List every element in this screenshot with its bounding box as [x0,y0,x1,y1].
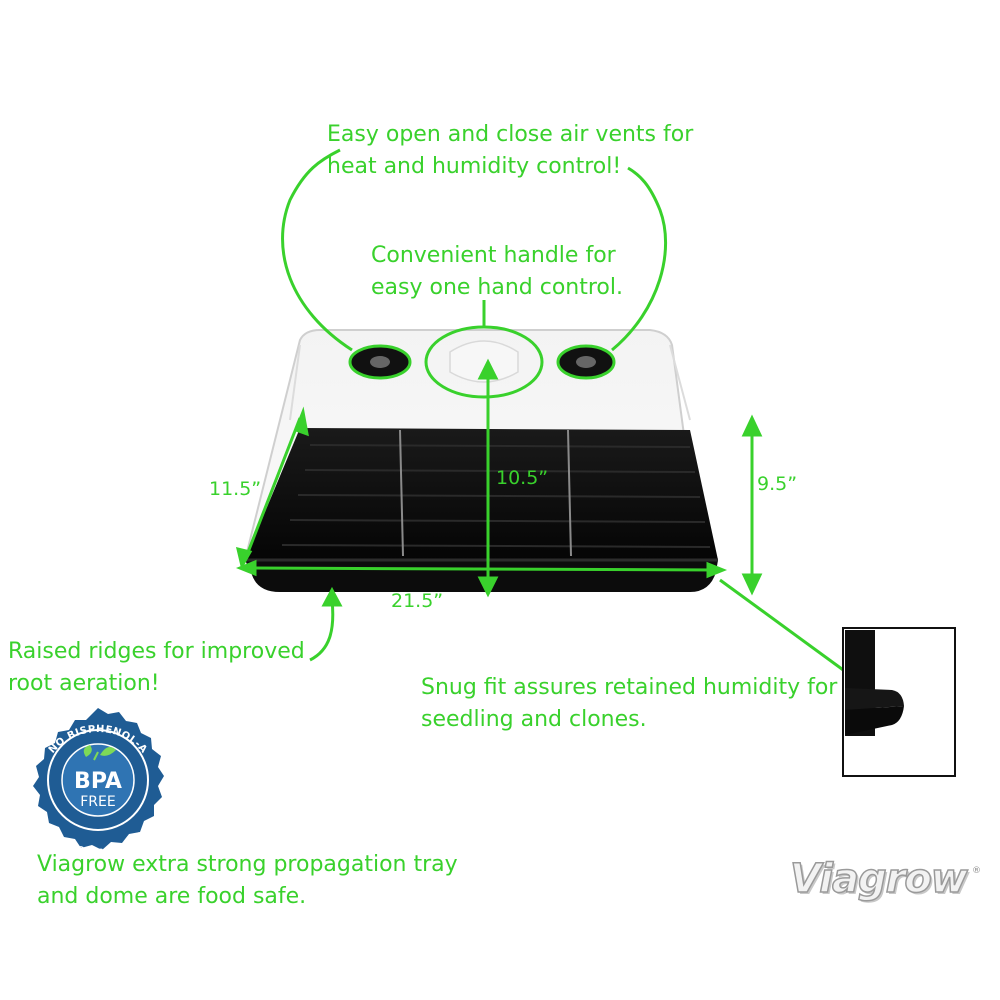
badge-main-text: BPA [74,769,122,794]
propagation-tray [245,428,718,592]
dimension-width-label: 11.5” [209,478,262,500]
callout-lines [281,148,847,674]
ridges-callout-line1: Raised ridges for improved [8,639,305,664]
registered-mark: ® [972,866,981,876]
viagrow-logo: Viagrow [789,855,968,903]
food-safe-callout-line2: and dome are food safe. [37,884,307,909]
food-safe-callout-line1: Viagrow extra strong propagation tray [37,852,458,877]
air-vent-right-icon [556,344,616,380]
ridges-callout-line2: root aeration! [8,671,160,696]
inset-snug-fit-photo [842,627,956,777]
dimension-length-label: 21.5” [391,590,444,612]
vents-callout-line2: heat and humidity control! [327,154,622,179]
handle-callout-line2: easy one hand control. [371,275,624,300]
dimension-outer-height-label: 9.5” [757,473,798,495]
snug-callout-line1: Snug fit assures retained humidity for [421,675,838,700]
handle-callout-line1: Convenient handle for [371,243,616,268]
badge-sub-text: FREE [80,794,115,810]
bpa-free-badge: NO BISPHENOL-A NON-TOXIC PLASTIC BPA FRE… [33,708,164,859]
air-vent-left-icon [348,344,412,380]
snug-callout-line2: seedling and clones. [421,707,647,732]
dimension-inner-height-label: 10.5” [496,467,549,489]
dimension-arrows [235,358,763,607]
vents-callout-line1: Easy open and close air vents for [327,122,694,147]
